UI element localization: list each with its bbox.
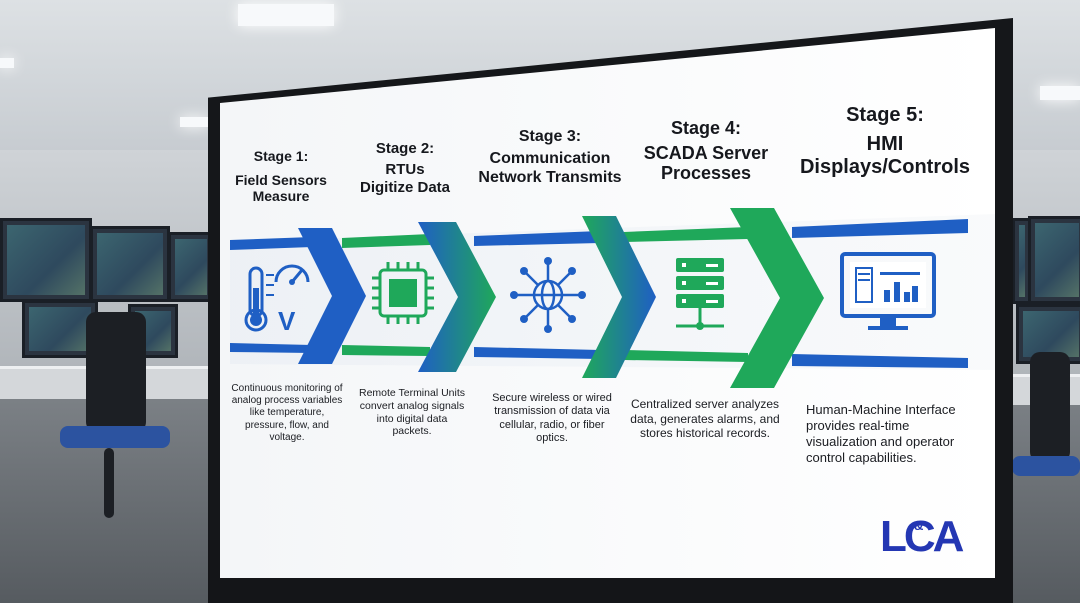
band-bottom-1 bbox=[230, 343, 312, 353]
ceiling-light bbox=[180, 117, 208, 127]
stage-3-title: Stage 3: Communication Network Transmits bbox=[470, 128, 630, 187]
chevron-3 bbox=[582, 216, 656, 378]
stage-3-title-line: Network Transmits bbox=[478, 168, 622, 186]
voltage-letter: V bbox=[278, 306, 296, 336]
ceiling-light bbox=[1040, 86, 1080, 100]
chevron-4 bbox=[730, 208, 824, 388]
stage-5-description: Human-Machine Interface provides real-ti… bbox=[806, 402, 956, 465]
stage-5-title: Stage 5: HMI Displays/Controls bbox=[795, 104, 975, 179]
stage-2-title-line: Stage 2: bbox=[375, 140, 435, 157]
stage-3-description: Secure wireless or wired transmission of… bbox=[492, 392, 612, 445]
stage-1-title: Stage 1: Field Sensors Measure bbox=[226, 148, 336, 204]
band-bottom-5 bbox=[792, 354, 968, 368]
stage-5-title-line: Displays/Controls bbox=[799, 156, 971, 178]
stage-3-title-line: Stage 3: bbox=[518, 128, 582, 145]
office-chair-seat bbox=[60, 426, 170, 448]
chevron-2 bbox=[418, 222, 496, 372]
stage-1-description: Continuous monitoring of analog process … bbox=[231, 383, 343, 443]
band-top-4 bbox=[624, 227, 748, 242]
stage-1-title-line: Stage 1: bbox=[253, 148, 309, 164]
stage-1-title-line: Measure bbox=[252, 188, 310, 205]
band-bottom-4 bbox=[624, 350, 748, 362]
stage-5-title-line: Stage 5: bbox=[846, 104, 924, 126]
background-monitor bbox=[90, 226, 170, 302]
background-monitor bbox=[168, 232, 214, 302]
band-top-5 bbox=[792, 219, 968, 238]
office-chair bbox=[1030, 352, 1070, 462]
lca-logo-ampersand: & bbox=[914, 518, 924, 533]
chevron-1 bbox=[298, 228, 366, 364]
stage-2-title: Stage 2: RTUs Digitize Data bbox=[350, 140, 460, 196]
band-bottom-2 bbox=[342, 345, 430, 356]
background-monitor bbox=[22, 300, 98, 358]
band-top-1 bbox=[230, 237, 312, 250]
stage-4-title-line: SCADA Server bbox=[643, 142, 769, 163]
stage-4-title-line: Stage 4: bbox=[670, 118, 742, 138]
background-monitor bbox=[1028, 216, 1080, 304]
stage-4-title-line: Processes bbox=[660, 163, 752, 184]
band-top-2 bbox=[342, 234, 430, 248]
network-globe-icon bbox=[510, 257, 586, 333]
band-bottom-3 bbox=[474, 347, 600, 359]
ceiling-light bbox=[238, 4, 334, 26]
office-chair-stem bbox=[104, 448, 114, 518]
stage-2-title-line: Digitize Data bbox=[359, 178, 450, 196]
stage-5-title-line: HMI bbox=[866, 133, 904, 155]
ceiling-light bbox=[0, 58, 14, 68]
stage-2-title-line: RTUs bbox=[385, 161, 425, 179]
stage-4-description: Centralized server analyzes data, genera… bbox=[630, 397, 780, 441]
lca-logo: LCA & bbox=[880, 512, 970, 562]
thermometer-gauge-icon bbox=[244, 264, 310, 332]
lca-logo-text: LCA bbox=[880, 512, 964, 561]
office-chair bbox=[86, 312, 146, 432]
stage-1-title-line: Field Sensors bbox=[235, 172, 327, 189]
server-stack-icon bbox=[676, 258, 724, 330]
stage-2-description: Remote Terminal Units convert analog sig… bbox=[358, 387, 465, 438]
monitor-dashboard-icon bbox=[840, 252, 936, 330]
stage-3-title-line: Communication bbox=[489, 150, 611, 168]
band-top-3 bbox=[474, 231, 600, 246]
stage-4-title: Stage 4: SCADA Server Processes bbox=[626, 118, 786, 184]
office-chair-seat bbox=[1012, 456, 1080, 476]
microchip-icon bbox=[372, 262, 434, 324]
